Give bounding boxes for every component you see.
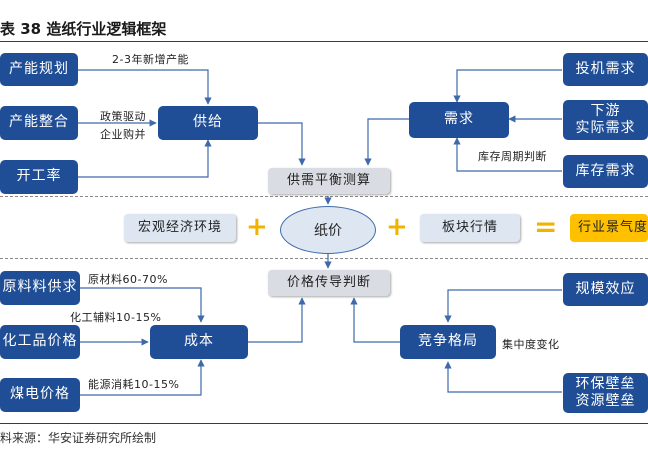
dash-divider-upper bbox=[0, 196, 648, 197]
node-downstream-demand-line1: 下游 bbox=[590, 102, 621, 119]
node-supply-demand-balance: 供需平衡测算 bbox=[268, 168, 390, 194]
arrow-cost-to-transmission bbox=[248, 297, 306, 343]
arrow-raw-to-cost bbox=[80, 287, 205, 323]
equals-operator: = bbox=[534, 210, 558, 243]
arrow-coal-to-cost bbox=[80, 359, 205, 396]
bottom-rule bbox=[0, 423, 648, 424]
node-raw-material-supply: 原料料供求 bbox=[0, 271, 80, 305]
arrow-scale-to-competition bbox=[444, 289, 562, 323]
arrow-competition-to-transmission bbox=[350, 297, 400, 343]
label-inventory-cycle: 库存周期判断 bbox=[478, 150, 547, 163]
node-downstream-demand-line2: 实际需求 bbox=[575, 120, 636, 136]
dash-divider-lower bbox=[0, 258, 648, 259]
node-capacity-integration: 产能整合 bbox=[0, 106, 78, 140]
top-rule bbox=[0, 41, 648, 42]
node-barrier-line2: 资源壁垒 bbox=[575, 393, 636, 409]
arrow-inventory-to-demand bbox=[453, 137, 562, 172]
arrow-investment-to-demand bbox=[453, 69, 562, 103]
node-demand: 需求 bbox=[409, 102, 509, 138]
label-raw-material-share: 原材料60-70% bbox=[88, 273, 168, 286]
node-barrier-line1: 环保壁垒 bbox=[575, 375, 636, 392]
label-chemical-share: 化工辅料10-15% bbox=[70, 311, 162, 324]
node-supply: 供给 bbox=[158, 106, 258, 140]
node-capacity-plan: 产能规划 bbox=[0, 53, 78, 86]
arrow-operating-to-supply bbox=[78, 139, 212, 178]
label-concentration-change: 集中度变化 bbox=[502, 338, 560, 351]
node-paper-price: 纸价 bbox=[280, 206, 376, 254]
label-policy-driven: 政策驱动 bbox=[100, 110, 146, 123]
node-inventory-demand: 库存需求 bbox=[563, 155, 648, 188]
label-energy-share: 能源消耗10-15% bbox=[88, 378, 180, 391]
arrow-demand-to-balance bbox=[364, 118, 409, 166]
node-price-transmission: 价格传导判断 bbox=[268, 270, 390, 296]
node-downstream-demand: 下游 实际需求 bbox=[563, 100, 648, 140]
node-investment-demand: 投机需求 bbox=[563, 53, 648, 86]
label-new-capacity: 2-3年新增产能 bbox=[112, 53, 189, 66]
node-operating-rate: 开工率 bbox=[0, 160, 78, 194]
node-competition: 竞争格局 bbox=[400, 325, 496, 359]
node-scale-effect: 规模效应 bbox=[563, 273, 648, 306]
label-merger: 企业购并 bbox=[100, 128, 146, 141]
node-cost: 成本 bbox=[150, 325, 248, 359]
node-coal-power-price: 煤电价格 bbox=[0, 378, 80, 412]
arrow-barrier-to-competition bbox=[444, 361, 562, 393]
figure-title: 表 38 造纸行业逻辑框架 bbox=[0, 20, 167, 38]
plus-operator-2: + bbox=[386, 212, 409, 242]
node-industry-prosperity: 行业景气度 bbox=[570, 214, 648, 242]
node-chemical-price: 化工品价格 bbox=[0, 325, 80, 359]
arrow-supply-to-balance bbox=[258, 122, 306, 166]
node-barriers: 环保壁垒 资源壁垒 bbox=[563, 373, 648, 413]
plus-operator-1: + bbox=[246, 212, 269, 242]
node-macro-environment: 宏观经济环境 bbox=[124, 214, 236, 242]
arrow-new-capacity bbox=[78, 69, 212, 105]
node-sector-market: 板块行情 bbox=[420, 214, 520, 242]
source-note: 料来源：华安证券研究所绘制 bbox=[0, 431, 157, 445]
